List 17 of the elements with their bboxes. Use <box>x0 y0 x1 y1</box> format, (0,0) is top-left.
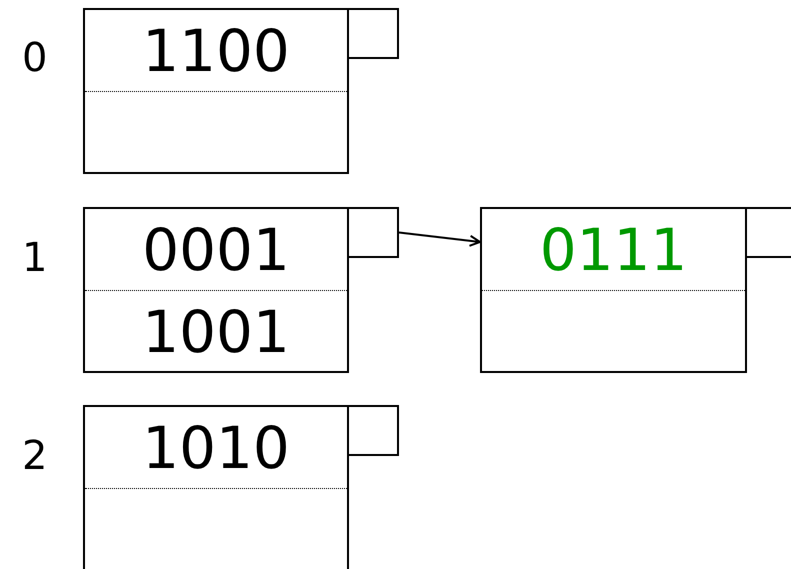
bucket-box <box>83 405 349 569</box>
pointer-box <box>347 405 399 456</box>
bucket-box <box>480 207 747 373</box>
key-value: 1001 <box>142 302 290 360</box>
key-value: 0001 <box>142 220 290 278</box>
bucket-box <box>83 207 349 373</box>
bucket-box <box>83 8 349 174</box>
pointer-box <box>347 8 399 59</box>
key-value: 1100 <box>142 22 290 80</box>
arrow <box>398 232 481 247</box>
key-value: 1010 <box>142 418 290 476</box>
pointer-box <box>745 207 791 258</box>
bucket-index: 2 <box>22 436 48 476</box>
bucket-index: 1 <box>22 238 48 278</box>
key-value: 0111 <box>540 220 688 278</box>
bucket-index: 0 <box>22 38 48 78</box>
pointer-box <box>347 207 399 258</box>
